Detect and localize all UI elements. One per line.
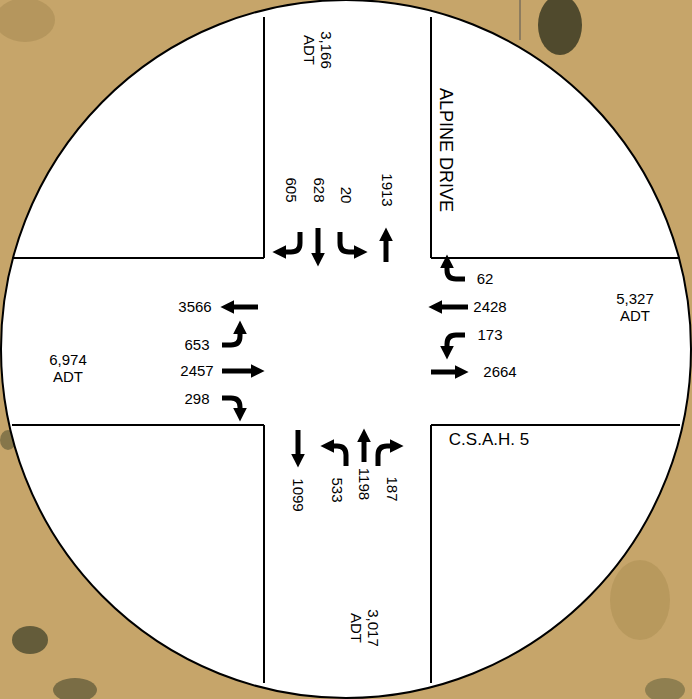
- volume-number: 62: [477, 270, 494, 287]
- volume-number: 628: [310, 177, 327, 202]
- volume-number: 1198: [355, 468, 372, 500]
- volume-number: 2457: [180, 362, 213, 379]
- volume-number: 173: [477, 326, 502, 343]
- street-name: ALPINE DRIVE: [436, 88, 457, 212]
- movement-arrows: [222, 228, 468, 466]
- volume-number: 653: [184, 336, 209, 353]
- volume-number: 2664: [483, 363, 516, 380]
- volume-number: 1099: [289, 478, 306, 511]
- volume-number: 3566: [178, 298, 211, 315]
- street-name: C.S.A.H. 5: [449, 430, 529, 450]
- adt-label: 5,327 ADT: [616, 290, 654, 325]
- adt-label: 6,974 ADT: [49, 351, 87, 386]
- adt-label: 3,017 ADT: [348, 609, 383, 647]
- adt-label: 3,166 ADT: [301, 31, 336, 69]
- volume-number: 533: [328, 477, 345, 502]
- volume-number: 605: [282, 177, 299, 202]
- volume-number: 2428: [473, 298, 506, 315]
- volume-number: 298: [184, 390, 209, 407]
- volume-number: 20: [337, 187, 354, 204]
- volume-number: 1913: [378, 173, 395, 206]
- volume-number: 187: [383, 476, 400, 501]
